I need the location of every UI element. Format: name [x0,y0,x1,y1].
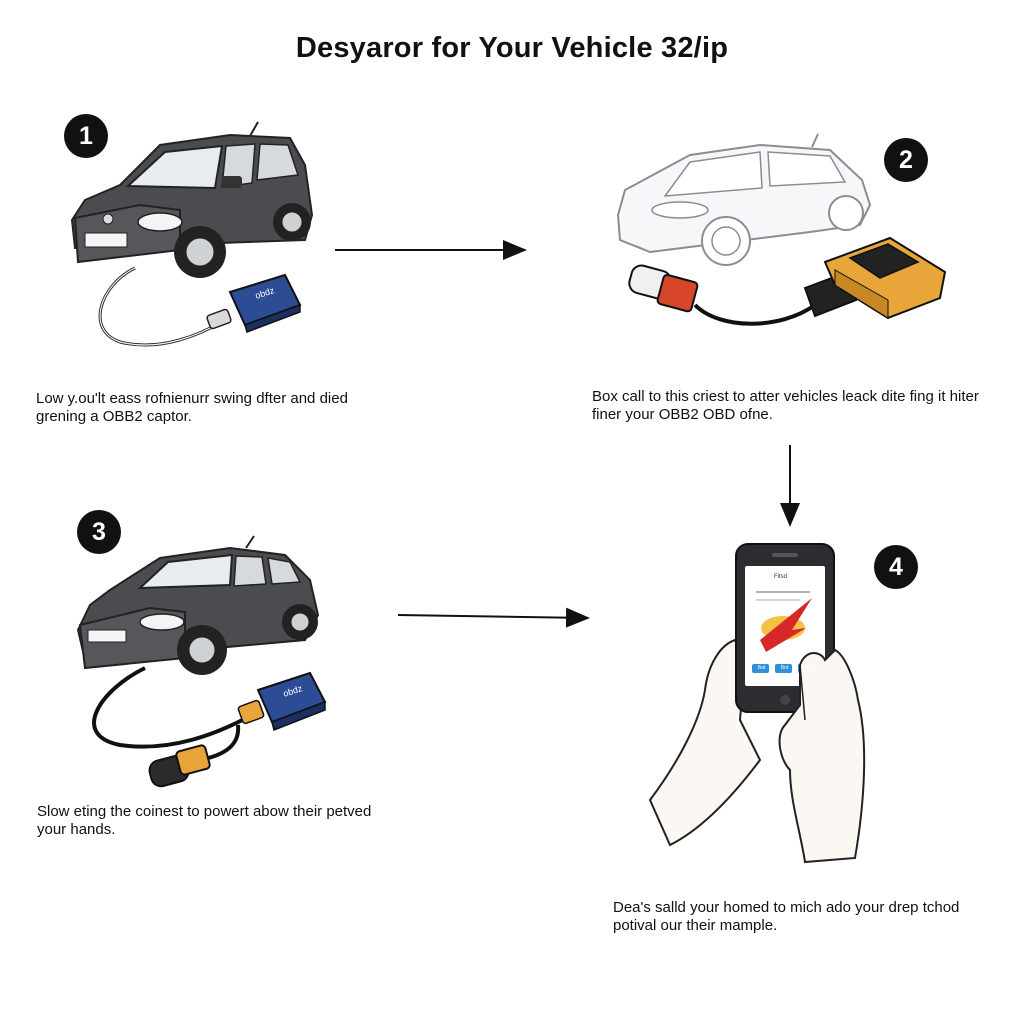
step-3-badge: 3 [77,510,121,554]
step4-hand-left-icon [648,638,762,847]
step-4-caption-line-2: potival our their mample. [613,917,778,934]
step3-plug-icon [148,744,211,788]
phone-button-1[interactable]: Bat [757,665,766,671]
step4-hand-right-icon [778,648,866,864]
step-2-caption: Box call to this criest to atter vehicle… [592,388,979,424]
step-1-caption-line-1: Low y.ou'lt eass rofnienurr swing dfter … [36,390,348,407]
step3-car-icon [76,535,320,675]
phone-screen-heading: Fitsd [774,574,788,580]
step2-car-outline-icon [616,133,872,266]
step1-obd-device-icon [228,273,302,333]
step1-car-icon [70,121,314,278]
step2-scanner-icon [823,236,947,320]
phone-button-3[interactable]: Obs [802,665,813,671]
step-3-caption-line-1: Slow eting the coinest to powert abow th… [37,803,372,820]
step3-obd-device-icon [256,671,327,732]
step-1-caption: Low y.ou'lt eass rofnienurr swing dfter … [36,390,348,426]
step-2-caption-line-2: finer your OBB2 OBD ofne. [592,406,773,423]
arrow-3-to-4 [397,607,590,628]
page-title: Desyaror for Your Vehicle 32/ip [295,32,729,64]
step-3-caption-line-2: your hands. [37,821,116,838]
step-2-caption-line-1: Box call to this criest to atter vehicle… [592,388,979,405]
step-4-badge: 4 [874,545,918,589]
step-1-caption-line-2: grening a OBB2 captor. [36,408,192,425]
step-2-badge: 2 [884,138,928,182]
step-1-badge: 1 [64,114,108,158]
step-4-caption: Dea's salld your homed to mich ado your … [613,899,959,935]
step-3-caption: Slow eting the coinest to powert abow th… [37,803,371,839]
step2-connector-icon [628,264,858,326]
step-4-caption-line-1: Dea's salld your homed to mich ado your … [613,899,960,916]
phone-button-2[interactable]: Bnt [780,665,789,671]
